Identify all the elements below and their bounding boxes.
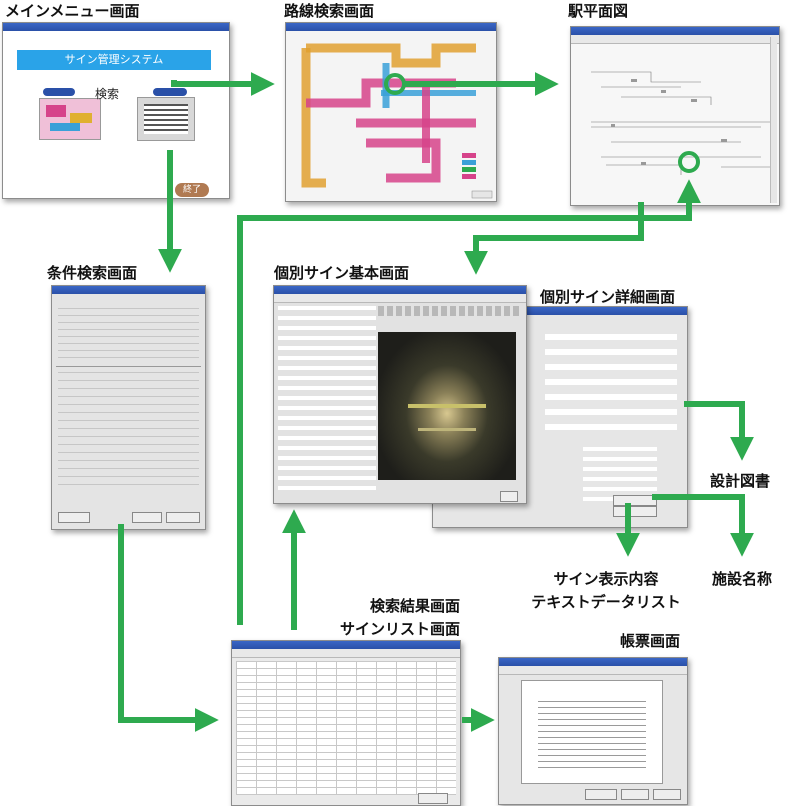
- condition-list-thumbnail[interactable]: [137, 97, 195, 141]
- title-bar: [3, 23, 229, 31]
- sign-basic-window: [273, 285, 527, 504]
- divider: [56, 366, 201, 367]
- print-button-1[interactable]: [585, 789, 617, 800]
- results-table: [236, 661, 456, 795]
- label-condition-search: 条件検索画面: [47, 264, 138, 282]
- label-sign-detail: 個別サイン詳細画面: [540, 288, 676, 306]
- search-text: 検索: [95, 87, 120, 101]
- basic-fields: [278, 306, 376, 496]
- scrollbar[interactable]: [770, 37, 777, 203]
- label-sign-display-line2: テキストデータリスト: [531, 593, 681, 611]
- label-station-plan: 駅平面図: [568, 2, 629, 20]
- search-fields-upper: [58, 304, 199, 364]
- title-bar: [274, 286, 526, 294]
- label-results-line2: サインリスト画面: [339, 620, 460, 638]
- close-button[interactable]: [500, 491, 518, 502]
- ledger-window: [498, 657, 688, 805]
- detail-fields: [545, 329, 677, 439]
- main-menu-window: サイン管理システム 検索 終了: [2, 22, 230, 199]
- label-facility-name: 施設名称: [712, 570, 773, 588]
- detail-action-button-2[interactable]: [613, 506, 657, 517]
- title-bar: [499, 658, 687, 666]
- results-footer-button[interactable]: [418, 793, 448, 804]
- route-map: [301, 43, 493, 199]
- label-sign-display: サイン表示内容 テキストデータリスト: [522, 570, 690, 611]
- label-ledger: 帳票画面: [620, 632, 681, 650]
- label-results-line1: 検索結果画面: [369, 597, 460, 615]
- menu-bar: [571, 35, 779, 44]
- search-button[interactable]: [132, 512, 162, 523]
- photo-toolbar: [378, 306, 522, 316]
- search-fields-lower: [58, 372, 199, 492]
- condition-search-pill[interactable]: [153, 88, 187, 96]
- floor-plan: [591, 71, 771, 175]
- menu-button[interactable]: [166, 512, 200, 523]
- station-plan-window: [570, 26, 780, 206]
- sign-photo: [378, 332, 516, 480]
- title-bar: [286, 23, 496, 31]
- route-map-thumbnail[interactable]: [39, 98, 101, 140]
- print-button-2[interactable]: [621, 789, 649, 800]
- title-bar: [571, 27, 779, 35]
- system-title: サイン管理システム: [64, 53, 164, 66]
- menu-bar: [274, 294, 526, 303]
- toolbar: [499, 666, 687, 675]
- route-search-pill[interactable]: [43, 88, 75, 96]
- label-sign-basic: 個別サイン基本画面: [274, 264, 410, 282]
- report-page: [521, 680, 663, 784]
- search-results-window: [231, 640, 461, 806]
- label-main-menu: メインメニュー画面: [5, 2, 140, 20]
- route-search-window: [285, 22, 497, 202]
- report-table: [538, 699, 646, 771]
- system-title-banner: サイン管理システム: [17, 50, 211, 70]
- detail-action-button-1[interactable]: [613, 495, 657, 506]
- label-sign-display-line1: サイン表示内容: [553, 570, 659, 588]
- label-design-doc: 設計図書: [710, 472, 771, 490]
- toolbar: [232, 649, 460, 658]
- title-bar: [52, 286, 205, 294]
- label-results: 検索結果画面 サインリスト画面: [340, 597, 460, 638]
- exit-label: 終了: [182, 185, 201, 195]
- exit-button[interactable]: 終了: [175, 183, 209, 197]
- close-button[interactable]: [653, 789, 681, 800]
- condition-search-window: [51, 285, 206, 530]
- clear-button[interactable]: [58, 512, 90, 523]
- title-bar: [232, 641, 460, 649]
- label-route-search: 路線検索画面: [284, 2, 375, 20]
